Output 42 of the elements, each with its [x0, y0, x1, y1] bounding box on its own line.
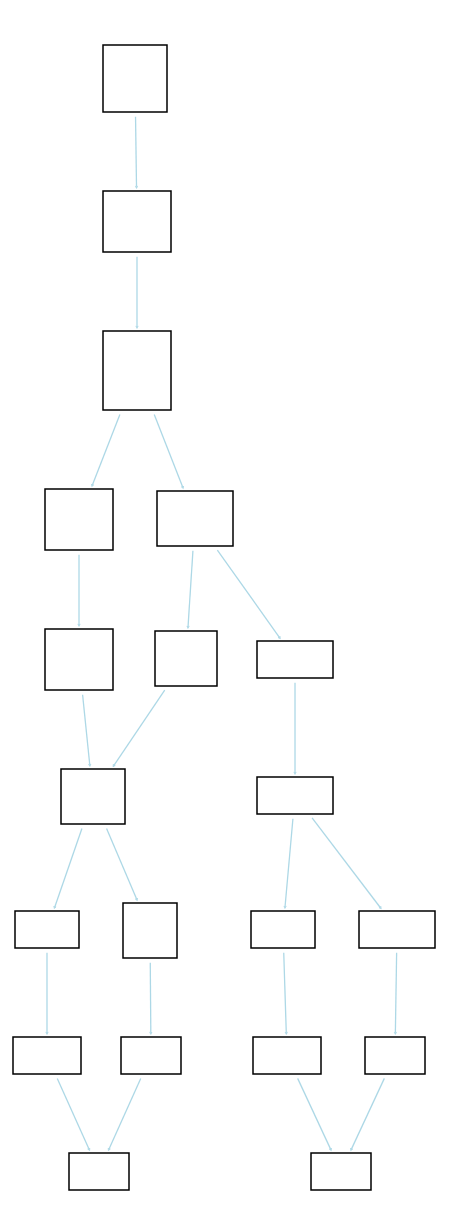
- arrow: [77, 554, 81, 627]
- arrow: [293, 682, 297, 775]
- code-box: [156, 490, 234, 547]
- arrow: [393, 952, 398, 1035]
- arrow: [350, 1077, 385, 1151]
- code-box: [102, 44, 168, 113]
- arrow: [216, 549, 281, 640]
- arrow: [297, 1077, 332, 1151]
- code-box: [358, 910, 436, 949]
- code-box: [68, 1152, 130, 1191]
- code-box: [250, 910, 316, 949]
- arrow: [105, 827, 138, 901]
- code-box: [102, 190, 172, 253]
- arrow: [311, 817, 382, 910]
- code-box: [120, 1036, 182, 1075]
- arrow: [283, 818, 294, 909]
- code-box: [310, 1152, 372, 1191]
- arrow: [56, 1077, 91, 1151]
- code-box: [12, 1036, 82, 1075]
- code-box: [44, 628, 114, 691]
- code-box: [60, 768, 126, 825]
- code-box: [252, 1036, 322, 1075]
- code-box: [44, 488, 114, 551]
- arrow: [45, 952, 49, 1035]
- code-box: [256, 640, 334, 679]
- arrow: [283, 952, 288, 1035]
- code-box: [102, 330, 172, 411]
- arrow: [53, 827, 83, 909]
- code-box: [154, 630, 218, 687]
- arrow: [91, 413, 121, 487]
- arrow: [135, 256, 139, 329]
- code-box: [122, 902, 178, 959]
- arrow: [134, 116, 138, 189]
- arrow: [107, 1077, 142, 1151]
- code-box: [256, 776, 334, 815]
- arrow: [112, 689, 166, 768]
- arrow: [81, 694, 92, 767]
- code-box: [14, 910, 80, 949]
- arrow: [186, 550, 194, 629]
- code-box: [364, 1036, 426, 1075]
- arrow: [149, 962, 153, 1035]
- arrow: [153, 413, 184, 489]
